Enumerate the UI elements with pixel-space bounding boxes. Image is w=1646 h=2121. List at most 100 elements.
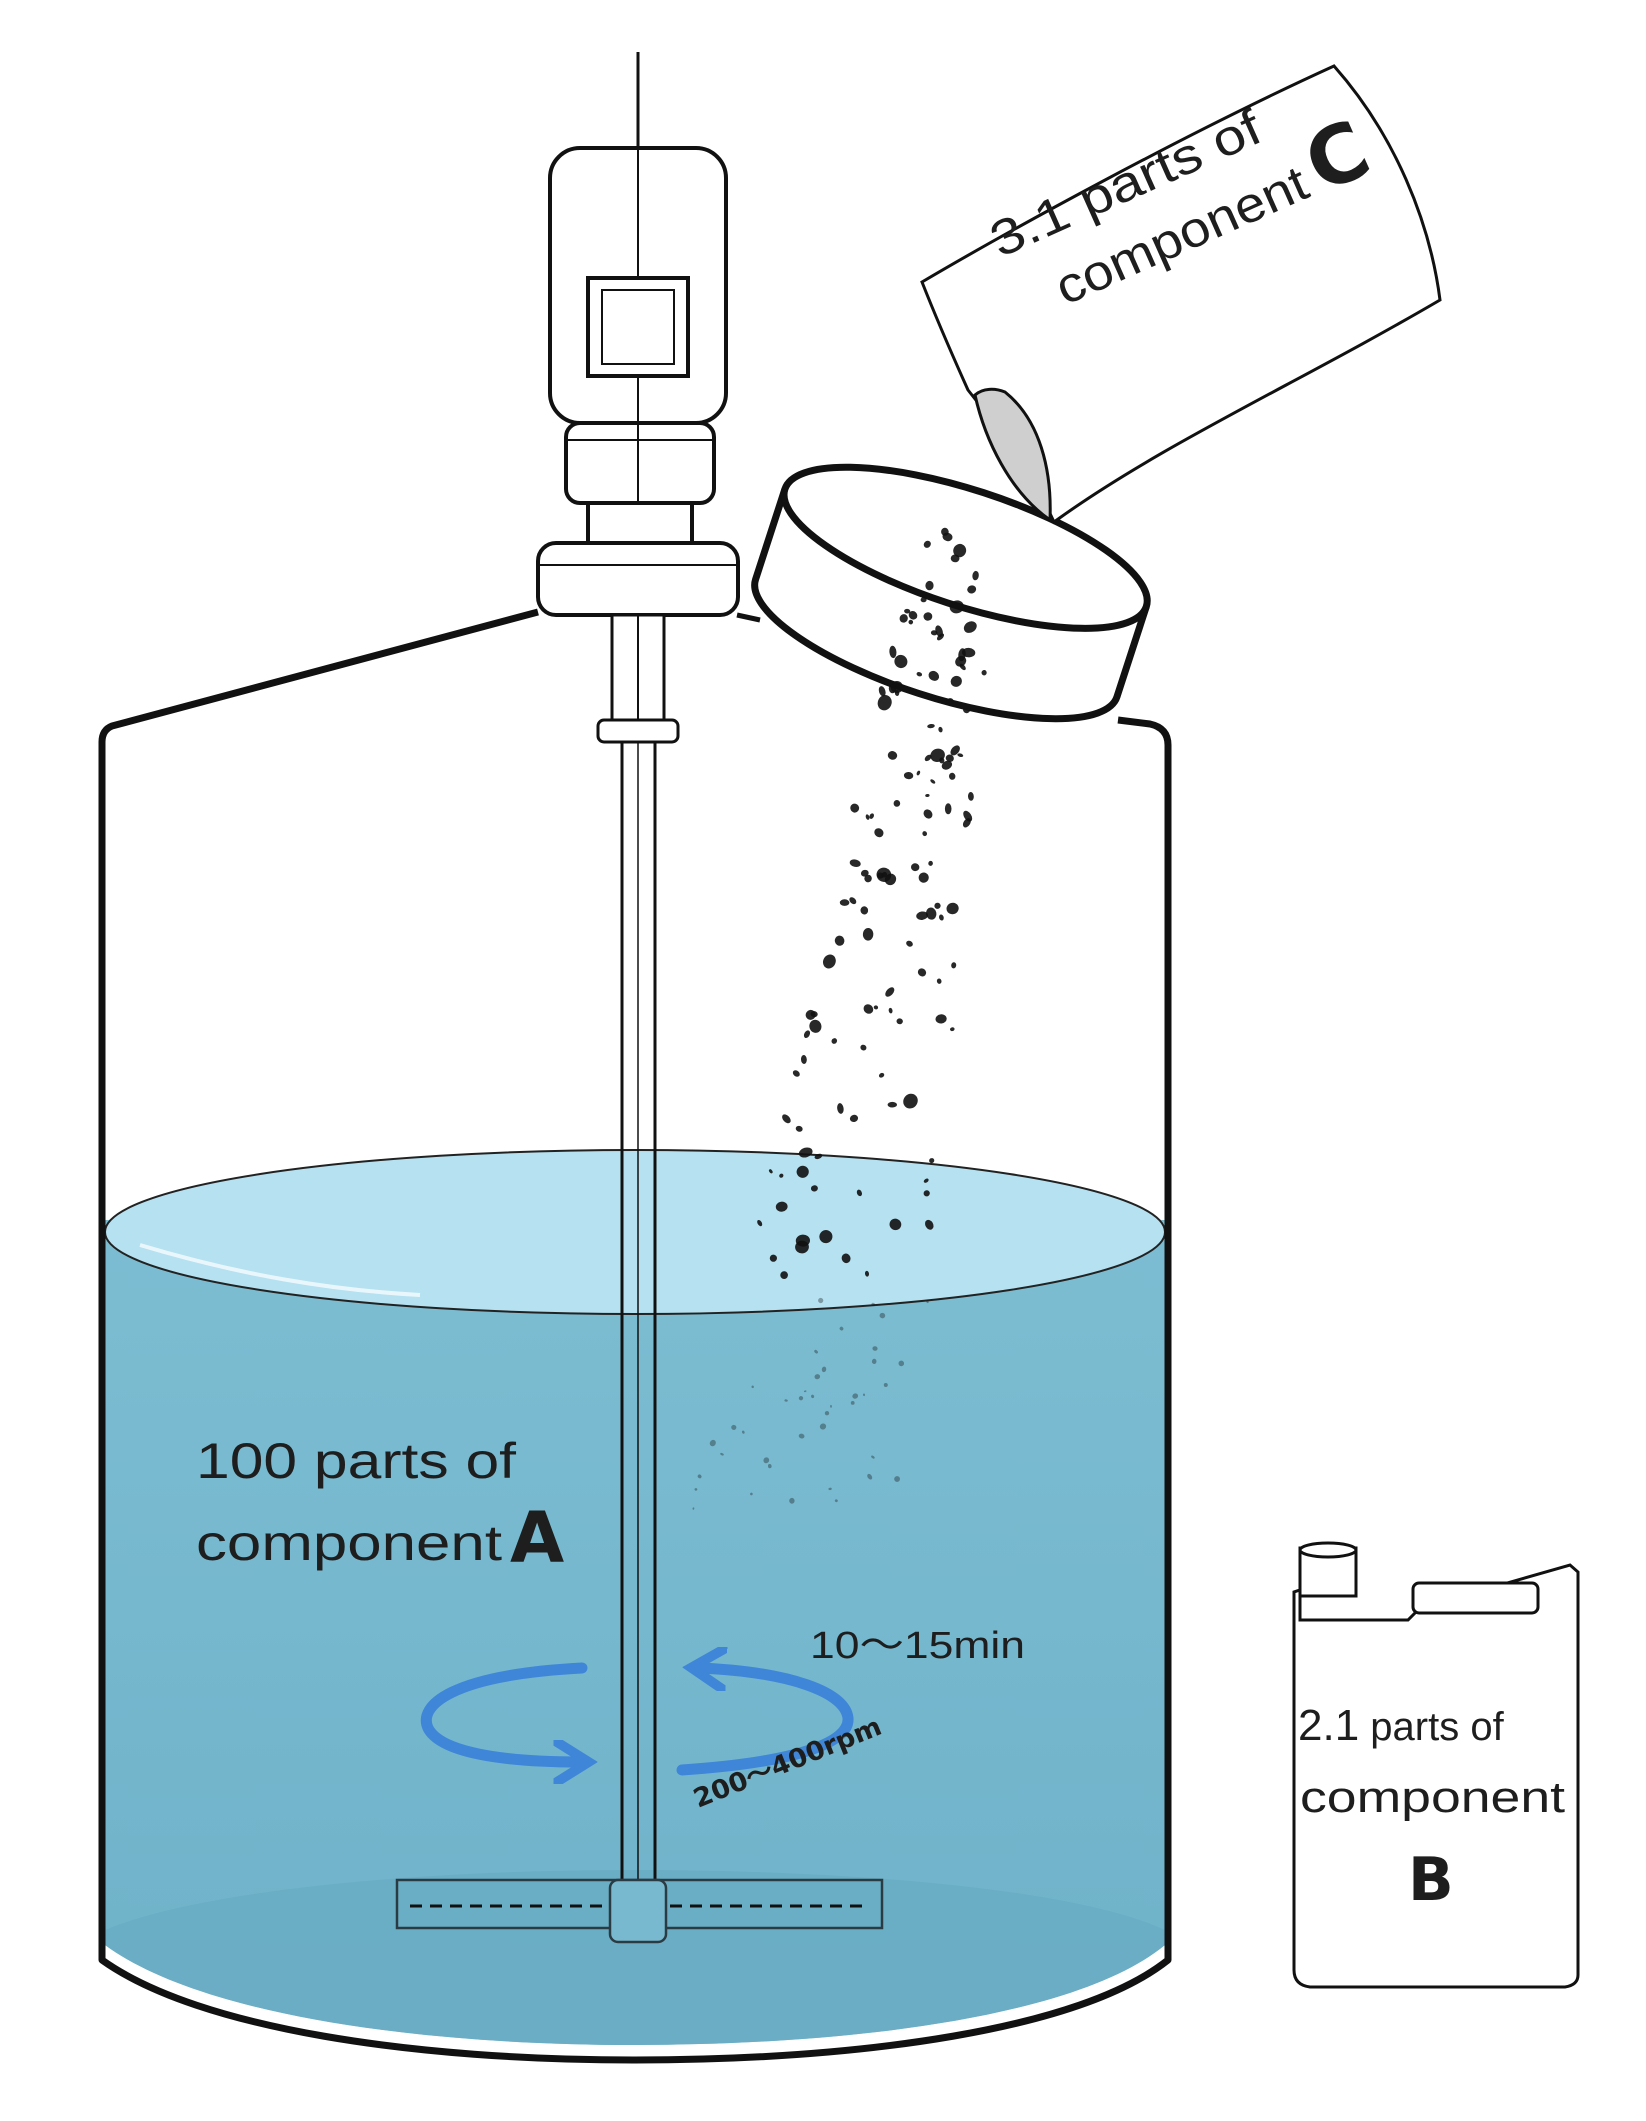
powder-particle (934, 902, 941, 909)
component-b-number: 2.1 (1298, 1701, 1359, 1750)
powder-particle (751, 1385, 754, 1389)
powder-particle (837, 1103, 844, 1114)
powder-particle (941, 527, 949, 536)
powder-particle (784, 1399, 788, 1402)
powder-particle (865, 814, 870, 820)
component-b-line1: 2.1 parts of (1298, 1701, 1505, 1750)
powder-particle (720, 1452, 724, 1456)
powder-particle (883, 1383, 888, 1387)
mixer-flange (536, 541, 740, 617)
component-b-letter: B (1408, 1845, 1454, 1915)
powder-particle (944, 803, 952, 815)
powder-particle (805, 1009, 816, 1020)
powder-particle (925, 1219, 934, 1230)
powder-particle (849, 1114, 859, 1123)
powder-particle (852, 1393, 859, 1399)
bag-opening (973, 387, 1052, 523)
powder-particle (879, 1312, 886, 1319)
powder-particle (890, 680, 904, 694)
powder-particle (878, 1072, 885, 1078)
powder-particle (898, 1360, 905, 1367)
powder-particle (906, 940, 913, 947)
powder-particle (916, 911, 928, 920)
powder-particle (811, 1394, 815, 1399)
powder-particle (769, 1254, 777, 1262)
powder-particle (692, 1507, 695, 1510)
liquid-body (105, 1220, 1165, 2045)
powder-particle (834, 1499, 838, 1503)
powder-particle (839, 1326, 844, 1331)
powder-particle (795, 1125, 803, 1132)
powder-particle (894, 1476, 901, 1482)
powder-particle (962, 705, 971, 714)
powder-particle (795, 1234, 810, 1247)
motor-window (586, 276, 690, 378)
powder-particle (871, 1358, 877, 1364)
powder-particle (918, 872, 929, 883)
powder-particle (803, 1030, 811, 1039)
mixing-tank (98, 608, 1172, 2064)
powder-particle (830, 1404, 832, 1408)
surface-highlight (139, 1243, 421, 1297)
component-b-line2: component (1300, 1773, 1565, 1822)
powder-particle (697, 1474, 702, 1479)
powder-particle (930, 748, 945, 763)
powder-particle (925, 907, 937, 920)
powder-particle (818, 1297, 824, 1304)
mixer (395, 52, 884, 1944)
powder-particle (950, 554, 960, 563)
powder-particle (862, 928, 874, 941)
powder-particle (869, 813, 874, 819)
powder-particle (871, 1455, 875, 1459)
powder-particle (923, 809, 933, 819)
powder-particle (809, 1019, 822, 1033)
powder-particle (814, 1349, 818, 1354)
powder-particle (899, 614, 908, 623)
powder-particle (946, 698, 954, 706)
powder-particle (877, 695, 892, 711)
powder-particle (950, 1027, 955, 1032)
powder-particle (834, 935, 845, 946)
powder-particle (775, 1201, 788, 1212)
powder-particle (936, 978, 942, 984)
component-a-line2: component (196, 1515, 502, 1571)
powder-particle (929, 1158, 935, 1164)
component-a-letter: A (510, 1497, 564, 1579)
rotation-arrow-left (420, 1662, 582, 1762)
impeller-hub (608, 1878, 668, 1944)
powder-particle (768, 1169, 773, 1174)
liquid-bottom-shade (105, 1870, 1165, 2045)
powder-particle (819, 1230, 833, 1244)
powder-particle (941, 760, 953, 770)
powder-particle (894, 654, 908, 669)
powder-particle (860, 906, 869, 915)
powder-particle (939, 914, 944, 921)
component-b-parts: parts of (1359, 1705, 1504, 1749)
powder-particle (763, 1457, 770, 1464)
powder-particle (862, 1393, 866, 1397)
powder-particle (926, 1300, 929, 1304)
powder-particle (957, 753, 964, 758)
powder-particle (917, 968, 927, 977)
powder-particle (860, 1044, 867, 1051)
powder-particle (903, 1093, 918, 1109)
powder-particle (888, 1007, 893, 1014)
powder-particle (792, 1070, 800, 1077)
powder-particle (963, 810, 973, 822)
powder-particle (923, 1178, 929, 1183)
powder-particles (692, 527, 987, 1510)
powder-particle (878, 686, 886, 697)
powder-particle (949, 600, 964, 614)
powder-particle (950, 675, 962, 687)
powder-particle (922, 831, 928, 837)
powder-particle (930, 779, 936, 784)
powder-particle (893, 800, 901, 807)
powder-particle (924, 754, 932, 762)
powder-particle (908, 610, 918, 620)
powder-particle (864, 874, 872, 883)
powder-particle (757, 1219, 763, 1227)
rotation-arrow-right (676, 1668, 854, 1776)
powder-particle (856, 1189, 862, 1197)
mix-time-label: 10～15min (810, 1625, 1025, 1667)
